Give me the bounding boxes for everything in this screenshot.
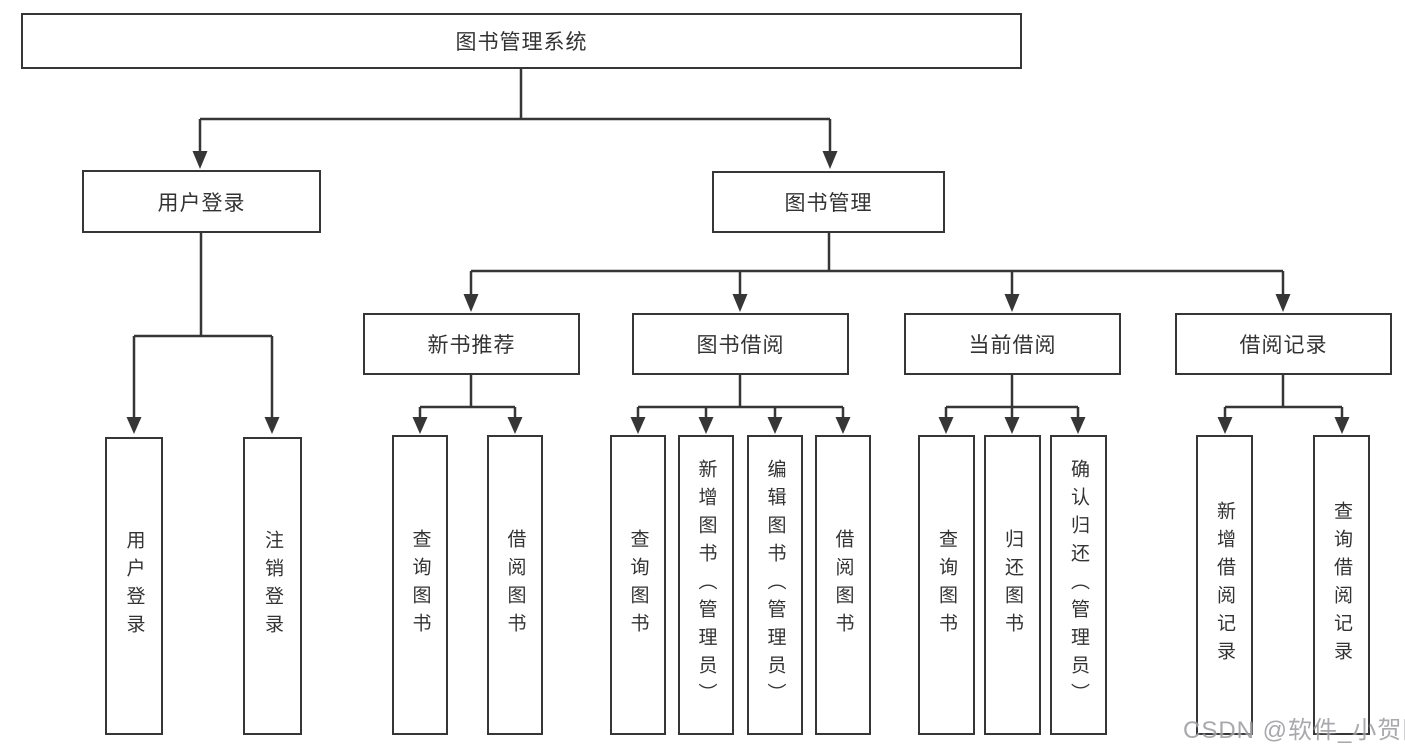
leaf-br-query-record-label: 查询借阅记录 [1331,501,1352,669]
node-current-borrow: 当前借阅 [904,313,1121,375]
node-root-library-system: 图书管理系统 [21,13,1022,69]
leaf-bb-edit-books-admin-label: 编辑图书（管理员） [764,459,786,711]
leaf-user-login-label: 用户登录 [123,530,145,642]
leaf-cb-query-books: 查询图书 [918,435,975,735]
leaf-bb-borrow-books-label: 借阅图书 [832,529,854,641]
leaf-br-add-record: 新增借阅记录 [1196,435,1253,735]
leaf-nb-borrow-books: 借阅图书 [487,435,543,735]
node-book-borrow: 图书借阅 [632,313,849,375]
leaf-bb-borrow-books: 借阅图书 [815,435,871,735]
leaf-cb-confirm-return-admin-label: 确认归还（管理员） [1068,459,1089,711]
leaf-nb-query-books-label: 查询图书 [409,529,431,641]
leaf-bb-query-books: 查询图书 [610,435,666,735]
leaf-logout: 注销登录 [243,437,302,735]
leaf-cb-return-books: 归还图书 [984,435,1041,735]
leaf-bb-edit-books-admin: 编辑图书（管理员） [747,435,803,735]
leaf-bb-add-books-admin-label: 新增图书（管理员） [695,459,717,711]
leaf-cb-query-books-label: 查询图书 [936,529,957,641]
leaf-nb-query-books: 查询图书 [392,435,448,735]
csdn-watermark: CSDN @软件_小贺同学 [1183,717,1405,744]
node-book-management: 图书管理 [712,171,945,233]
leaf-nb-borrow-books-label: 借阅图书 [504,529,526,641]
leaf-bb-add-books-admin: 新增图书（管理员） [678,435,734,735]
leaf-br-query-record: 查询借阅记录 [1313,435,1370,735]
leaf-cb-return-books-label: 归还图书 [1002,529,1023,641]
leaf-bb-query-books-label: 查询图书 [627,529,649,641]
node-borrow-records: 借阅记录 [1175,313,1392,375]
node-user-login: 用户登录 [82,170,321,233]
leaf-user-login: 用户登录 [105,437,163,735]
leaf-br-add-record-label: 新增借阅记录 [1214,501,1235,669]
leaf-cb-confirm-return-admin: 确认归还（管理员） [1050,435,1107,735]
node-new-book-recommend: 新书推荐 [363,313,580,375]
leaf-logout-label: 注销登录 [262,530,283,642]
